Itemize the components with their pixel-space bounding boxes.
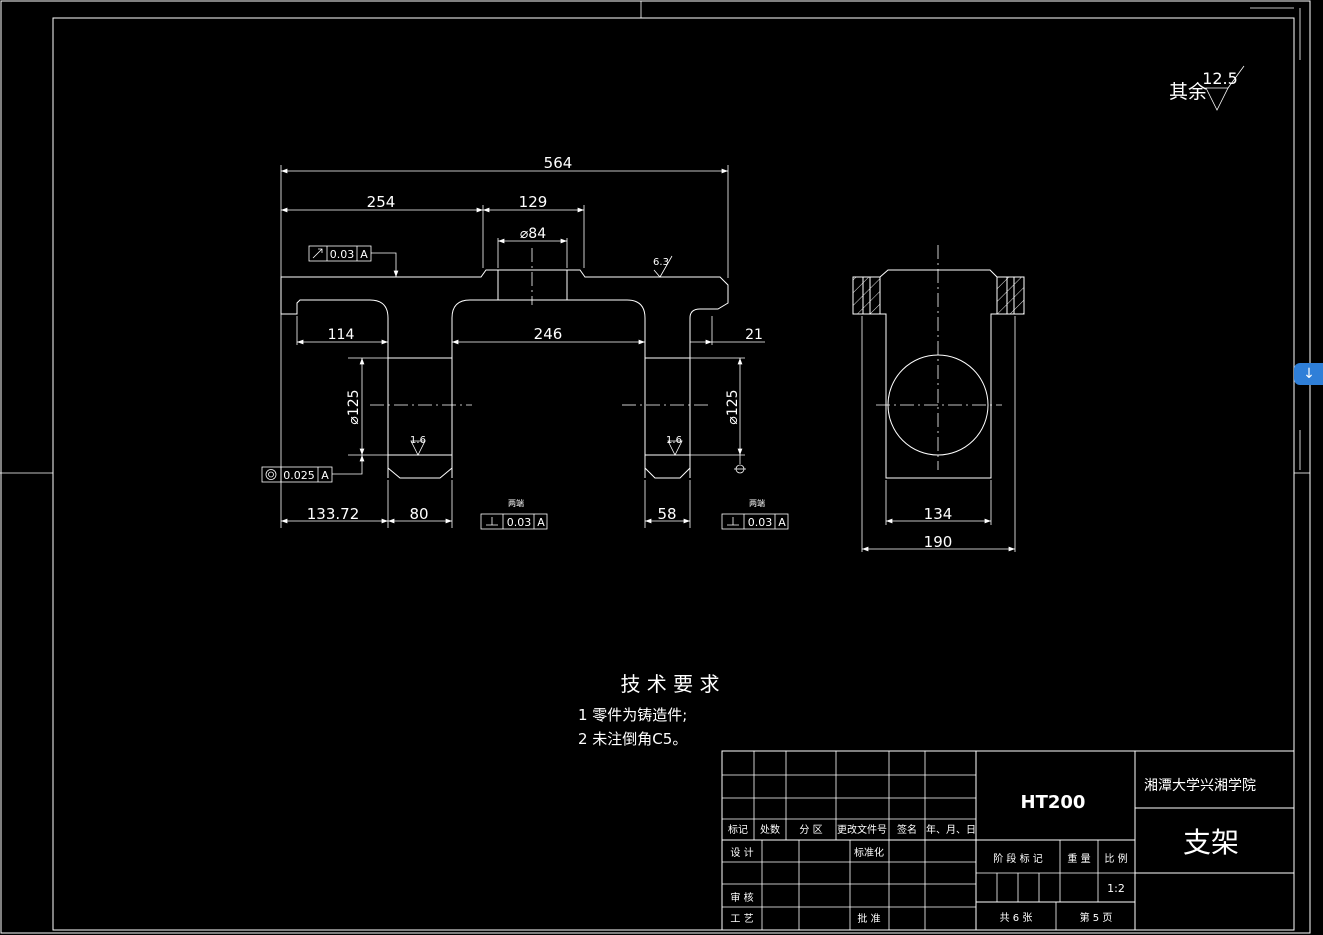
dim-hole-left: ⌀125 — [346, 389, 362, 424]
perpendicularity-icon — [727, 517, 739, 526]
svg-text:1.6: 1.6 — [666, 435, 682, 446]
roughness-rest: 其余 12.5 — [1169, 65, 1245, 111]
svg-text:更改文件号: 更改文件号 — [837, 823, 887, 836]
perp-frame-right: 两端 0.03 A — [721, 498, 789, 530]
scroll-down-button[interactable]: ↓ — [1294, 363, 1323, 385]
svg-text:12.5: 12.5 — [1202, 69, 1238, 88]
dim-134: 134 — [924, 505, 953, 523]
svg-text:分 区: 分 区 — [799, 824, 822, 836]
inner-frame — [52, 17, 1295, 931]
tech-req-item-1: 1 零件为铸造件; — [578, 706, 687, 724]
dim-80: 80 — [409, 505, 428, 523]
svg-text:设 计: 设 计 — [730, 846, 753, 859]
svg-text:阶 段 标 记: 阶 段 标 记 — [993, 852, 1043, 865]
roughness-hole-left: 1.6 — [410, 435, 426, 456]
svg-text:比 例: 比 例 — [1104, 852, 1127, 865]
svg-text:1.6: 1.6 — [410, 435, 426, 446]
dim-133-72: 133.72 — [307, 505, 360, 523]
svg-text:年、月、日: 年、月、日 — [926, 823, 976, 836]
school-name: 湘潭大学兴湘学院 — [1144, 777, 1256, 794]
front-view: 564 254 129 ⌀84 114 246 21 ⌀125 ⌀125 133… — [261, 154, 789, 530]
dim-hole-right: ⌀125 — [725, 389, 741, 424]
svg-text:0.03: 0.03 — [507, 516, 532, 529]
dim-190: 190 — [924, 533, 953, 551]
dim-246: 246 — [534, 325, 563, 343]
dim-bore: ⌀84 — [520, 226, 546, 242]
runout-frame: 0.03 A — [308, 245, 399, 277]
roughness-hole-right: 1.6 — [666, 435, 683, 456]
svg-text:1:2: 1:2 — [1107, 882, 1125, 895]
svg-text:标记: 标记 — [728, 824, 748, 836]
hatch-right — [566, 269, 729, 359]
concentricity-icon — [265, 469, 277, 480]
roughness-top: 6.3 — [653, 255, 673, 278]
dim-129: 129 — [519, 193, 548, 211]
dim-21: 21 — [745, 327, 763, 343]
tech-requirements: 技 术 要 求 1 零件为铸造件; 2 未注倒角C5。 — [578, 672, 720, 748]
tech-req-item-2: 2 未注倒角C5。 — [578, 730, 687, 748]
svg-text:标准化: 标准化 — [854, 846, 884, 859]
svg-text:共 6 张: 共 6 张 — [1000, 912, 1033, 924]
svg-text:A: A — [360, 248, 368, 261]
svg-text:0.025: 0.025 — [283, 469, 315, 482]
svg-text:0.03: 0.03 — [330, 248, 355, 261]
part-name: 支架 — [1183, 826, 1239, 859]
svg-text:工 艺: 工 艺 — [730, 913, 753, 925]
perp-frame-left: 两端 0.03 A — [480, 498, 548, 530]
material: HT200 — [1021, 792, 1086, 813]
hatch-bottom-left — [387, 454, 453, 479]
arrow-down-icon: ↓ — [1303, 366, 1315, 382]
svg-text:其余: 其余 — [1169, 81, 1207, 103]
dim-58: 58 — [657, 505, 676, 523]
svg-text:签名: 签名 — [897, 823, 917, 836]
svg-text:6.3: 6.3 — [653, 257, 669, 268]
hatch-left — [280, 269, 499, 359]
side-view: 134 190 — [852, 245, 1025, 552]
svg-text:第 5 页: 第 5 页 — [1080, 911, 1113, 924]
dim-254: 254 — [367, 193, 396, 211]
svg-text:两端: 两端 — [749, 498, 765, 508]
perpendicularity-icon — [486, 517, 498, 526]
svg-text:A: A — [778, 516, 786, 529]
dim-564: 564 — [544, 154, 573, 172]
runout-icon — [312, 248, 323, 259]
title-block: HT200 湘潭大学兴湘学院 支架 标记 处数 分 区 更改文件号 签名 年、月… — [721, 750, 1295, 931]
dim-114: 114 — [328, 327, 355, 343]
svg-text:重 量: 重 量 — [1067, 852, 1090, 865]
concentricity-frame: 0.025 A — [261, 455, 365, 483]
svg-text:处数: 处数 — [760, 823, 780, 836]
svg-text:审 核: 审 核 — [730, 891, 753, 904]
svg-text:批 准: 批 准 — [857, 912, 880, 925]
svg-text:A: A — [321, 469, 329, 482]
svg-text:0.03: 0.03 — [748, 516, 773, 529]
svg-text:两端: 两端 — [508, 498, 524, 508]
tech-req-title: 技 术 要 求 — [620, 672, 719, 696]
datum-symbol — [734, 455, 746, 474]
svg-text:A: A — [537, 516, 545, 529]
hatch-bottom-right — [644, 454, 691, 479]
